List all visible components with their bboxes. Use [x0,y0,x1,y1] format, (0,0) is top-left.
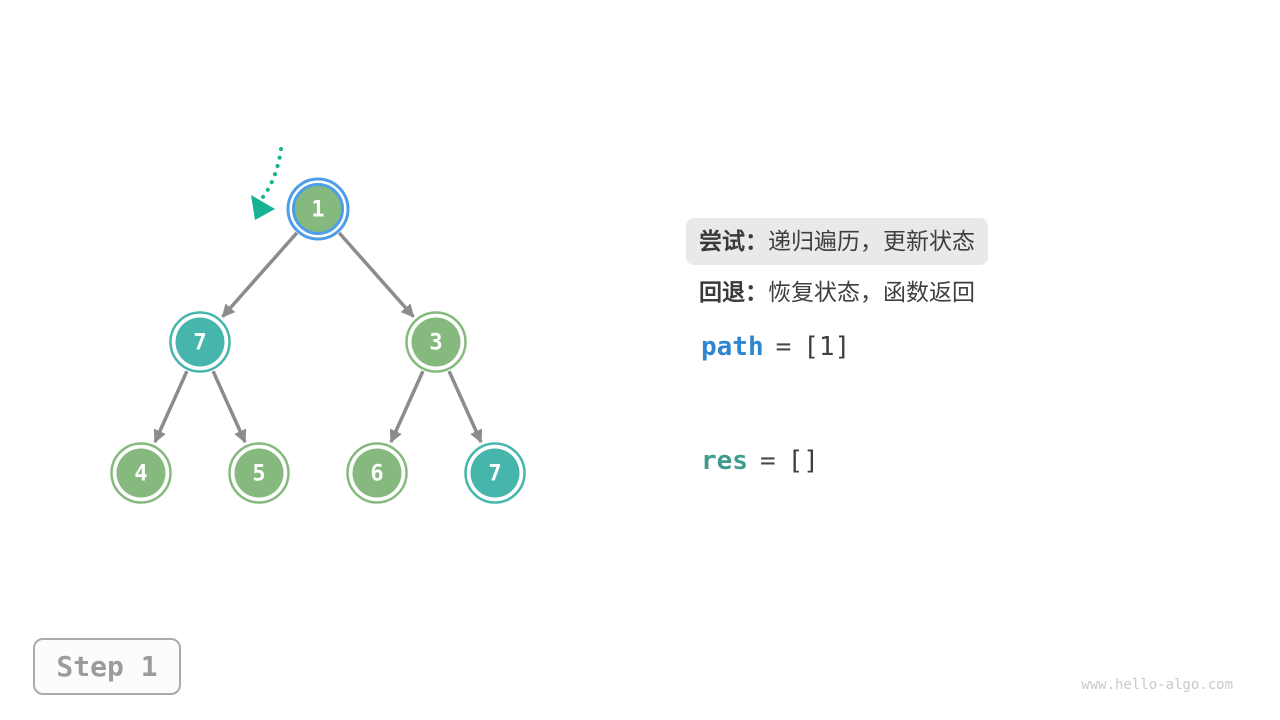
tree-node-1: 1 [286,177,350,241]
node-circle [175,317,225,367]
node-value: 7 [488,461,501,486]
node-ring [405,311,467,373]
edge-3-7 [447,370,483,444]
edge-1-7 [221,231,299,318]
path-value: [1] [803,332,851,362]
tree-node-4: 4 [110,442,172,504]
node-circle [116,448,166,498]
back-note: 回退：恢复状态，函数返回 [686,269,988,316]
tree-node-5: 5 [228,442,290,504]
tree-node-6: 6 [346,442,408,504]
path-state-line: path = [1] [701,330,850,364]
edge-7-5 [211,370,247,444]
node-circle [411,317,461,367]
node-ring [346,442,408,504]
watermark: www.hello-algo.com [1081,677,1233,693]
try-text: 递归遍历，更新状态 [768,228,975,254]
node-value: 1 [311,197,324,222]
node-circle [352,448,402,498]
tree-edges [153,231,483,444]
edge-3-6 [389,370,425,444]
tree-node-7-right: 7 [464,442,526,504]
step-label: Step 1 [56,650,158,683]
node-value: 4 [134,461,147,486]
node-circle [470,448,520,498]
tree-node-3: 3 [405,311,467,373]
node-ring [464,442,526,504]
res-value: [] [787,446,819,476]
back-text: 恢复状态，函数返回 [768,279,975,305]
tree-node-7-left: 7 [169,311,231,373]
try-label: 尝试： [699,228,768,254]
node-value: 7 [193,330,206,355]
node-ring [110,442,172,504]
node-value: 5 [252,461,265,486]
node-circle [292,183,344,235]
res-equals: = [759,446,776,476]
edge-7-4 [153,370,189,444]
node-highlight-ring [286,177,350,241]
pointer-arrowhead [251,195,275,220]
res-variable: res [701,446,748,476]
pointer-dotted-curve [261,147,283,199]
node-circle [234,448,284,498]
path-equals: = [775,332,792,362]
back-label: 回退： [699,279,768,305]
path-variable: path [701,332,764,362]
node-ring [169,311,231,373]
try-note: 尝试：递归遍历，更新状态 [686,218,988,265]
node-value: 6 [370,461,383,486]
res-state-line: res = [] [701,444,819,478]
edge-1-3 [337,231,415,318]
node-ring [228,442,290,504]
current-pointer-arrow-icon [251,147,283,220]
node-value: 3 [429,330,442,355]
step-badge: Step 1 [33,638,181,695]
